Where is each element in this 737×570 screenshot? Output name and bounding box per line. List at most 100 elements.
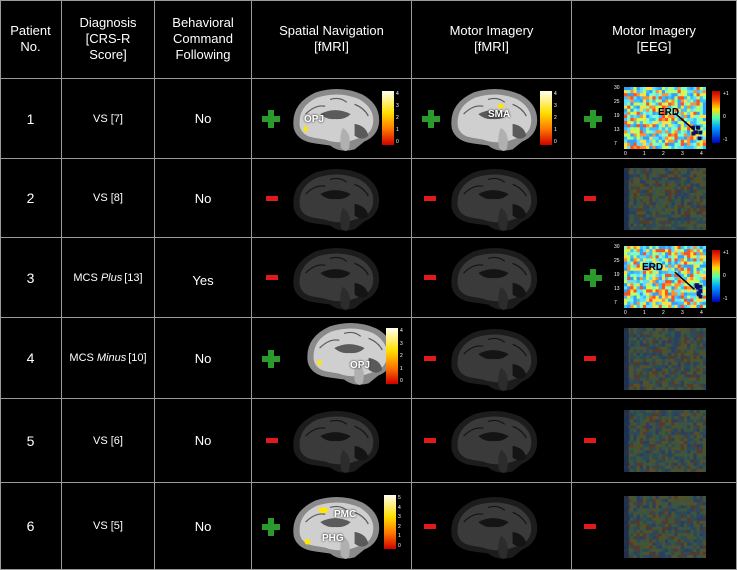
negative-result-icon	[424, 438, 436, 443]
positive-result-icon	[584, 269, 602, 287]
colorbar-tick: 4	[554, 91, 557, 97]
eeg-x-tick: 0	[624, 151, 627, 157]
behavioral-cell: No	[155, 79, 252, 159]
patient-number: 4	[26, 350, 35, 366]
spatial-region-label: OPJ	[304, 114, 325, 125]
colorbar-tick: 4	[396, 91, 399, 97]
motor-imagery-eeg-cell	[572, 318, 737, 399]
diagnosis-prefix: VS	[93, 112, 108, 125]
motor-imagery-eeg-cell	[572, 483, 737, 570]
activation-blob	[497, 103, 504, 109]
behavioral-cell: Yes	[155, 238, 252, 318]
eeg-x-tick: 1	[643, 151, 646, 157]
colorbar-tick: 1	[396, 127, 399, 133]
diagnosis-prefix: VS	[93, 434, 108, 447]
negative-result-icon	[584, 523, 596, 529]
sagittal-mri-image	[286, 492, 384, 561]
eeg-erd-label: ERD	[658, 107, 680, 118]
motor-imagery-fmri-cell	[412, 483, 572, 570]
diagnosis-cell: VS[6]	[62, 399, 155, 483]
eeg-x-tick: 3	[681, 310, 684, 316]
erd-arrow	[674, 112, 696, 131]
eeg-x-tick: 2	[662, 310, 665, 316]
colorbar-tick: 3	[400, 340, 403, 347]
eeg-colorbar-tick: 0	[723, 114, 726, 120]
behavioral-value: No	[194, 350, 212, 366]
colorbar-tick: 4	[400, 328, 403, 334]
eeg-y-tick: 19	[614, 113, 620, 119]
sagittal-mri-image	[300, 318, 398, 387]
positive-result-icon	[584, 110, 602, 128]
colorbar-tick: 2	[554, 115, 557, 121]
spatial-region-label: OPJ	[350, 360, 371, 371]
diagnosis-cell: VS[8]	[62, 159, 155, 238]
activation-blob	[318, 506, 329, 513]
patient-number: 1	[26, 110, 35, 127]
diagnosis-score: [8]	[110, 192, 123, 204]
patient-number-cell: 2	[0, 159, 62, 238]
positive-result-icon	[422, 110, 440, 128]
colorbar-tick: 5	[398, 495, 401, 501]
header-cell: Spatial Navigation [fMRI]	[252, 0, 412, 79]
sagittal-mri-image	[286, 84, 384, 154]
patient-number-cell: 1	[0, 79, 62, 159]
spatial-region-label-2: PHG	[322, 533, 344, 544]
negative-result-icon	[424, 355, 436, 361]
eeg-x-tick: 0	[624, 310, 627, 316]
colorbar-tick: 3	[398, 514, 401, 521]
eeg-spectrogram	[624, 327, 706, 390]
motor-imagery-eeg-cell	[572, 399, 737, 483]
colorbar-tick: 1	[400, 365, 403, 372]
motor-imagery-fmri-cell	[412, 318, 572, 399]
eeg-y-tick: 25	[614, 99, 620, 105]
patient-number: 2	[26, 190, 35, 206]
sagittal-mri-image	[286, 243, 384, 313]
fmri-colorbar	[386, 328, 398, 384]
negative-result-icon	[584, 438, 596, 443]
patient-number-cell: 5	[0, 399, 62, 483]
spatial-region-label: PMC	[334, 509, 357, 520]
header-cell: Patient No.	[0, 0, 62, 79]
eeg-colorbar-tick: +1	[723, 91, 729, 97]
sagittal-mri-image	[444, 406, 542, 476]
behavioral-value: No	[194, 433, 212, 448]
eeg-spectrogram	[624, 246, 706, 308]
motor-imagery-fmri-cell	[412, 159, 572, 238]
motor-imagery-fmri-cell	[412, 238, 572, 318]
colorbar-tick: 0	[396, 139, 399, 145]
sagittal-mri-image	[286, 164, 384, 233]
patient-number: 3	[26, 269, 35, 286]
header-cell: Motor Imagery [EEG]	[572, 0, 737, 79]
negative-result-icon	[424, 523, 436, 529]
diagnosis-score: [6]	[110, 434, 123, 447]
behavioral-value: No	[194, 111, 212, 126]
negative-result-icon	[266, 275, 278, 280]
eeg-y-tick: 30	[614, 244, 620, 250]
behavioral-value: No	[194, 190, 212, 206]
eeg-colorbar-tick: -1	[723, 137, 728, 143]
diagnosis-prefix: MCS	[73, 271, 98, 284]
motor-imagery-fmri-cell	[412, 399, 572, 483]
diagnosis-score: [5]	[110, 520, 123, 532]
activation-blob	[303, 126, 309, 132]
activation-blob	[317, 359, 323, 365]
eeg-x-tick: 1	[643, 310, 646, 316]
eeg-y-tick: 7	[614, 141, 617, 147]
negative-result-icon	[584, 355, 596, 361]
colorbar-tick: 3	[554, 103, 557, 109]
negative-result-icon	[424, 195, 436, 201]
eeg-x-tick: 3	[681, 151, 684, 157]
patient-number: 5	[26, 432, 35, 449]
diagnosis-subtype: Minus	[96, 352, 127, 364]
colorbar-tick: 0	[554, 139, 557, 145]
fmri-colorbar	[382, 91, 394, 145]
diagnosis-prefix: MCS	[69, 352, 94, 364]
eeg-x-tick: 4	[700, 310, 703, 316]
colorbar-tick: 2	[396, 115, 399, 121]
spatial-navigation-cell	[252, 238, 412, 318]
